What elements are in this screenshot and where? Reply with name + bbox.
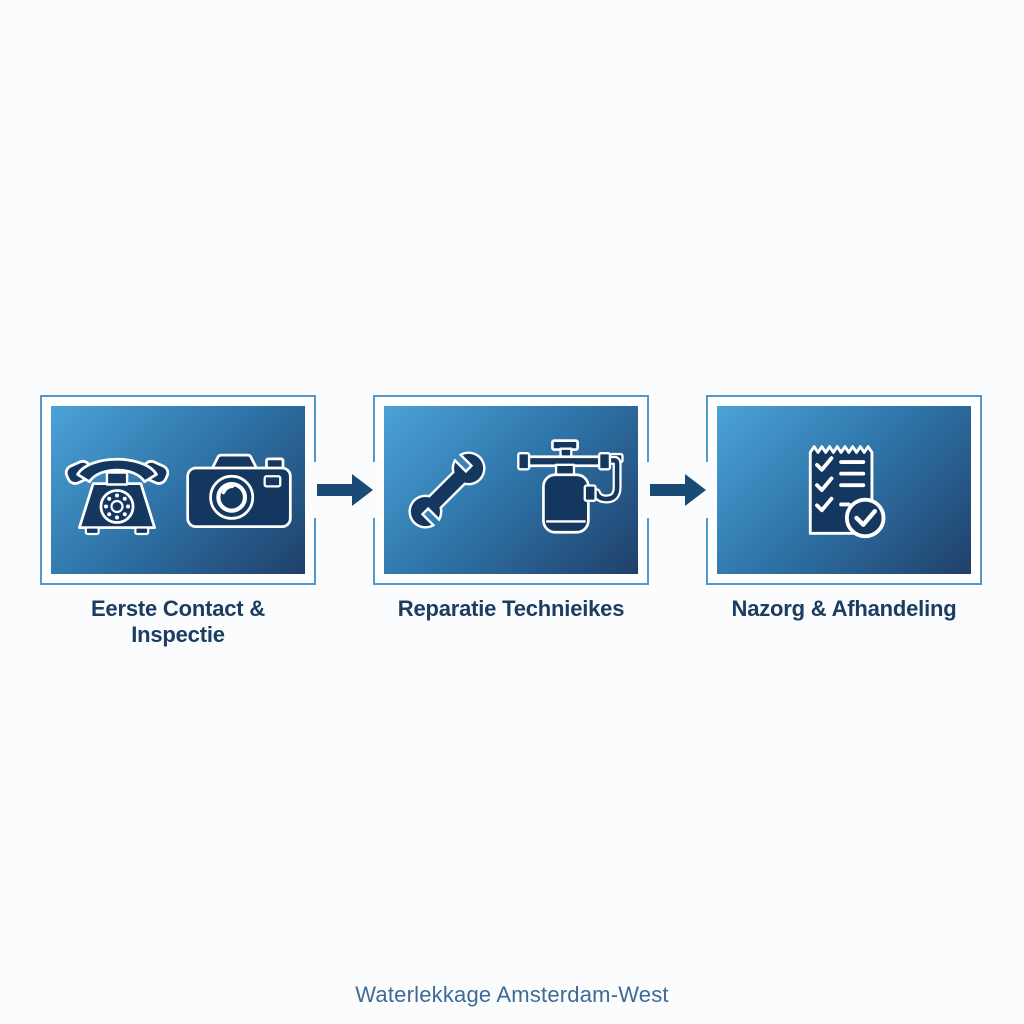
- wrench-icon: [394, 438, 499, 542]
- diagram-caption: Waterlekkage Amsterdam-West: [355, 982, 669, 1007]
- step-1-label: Eerste Contact & Inspectie: [90, 596, 266, 647]
- step-3-panel: [706, 395, 982, 585]
- step-2-label: Reparatie Technieikes: [397, 596, 625, 621]
- step-2-panel: [373, 395, 649, 585]
- step-1-icon-area: [51, 406, 305, 574]
- step-1-panel: [40, 395, 316, 585]
- step-3-label: Nazorg & Afhandeling: [731, 596, 957, 621]
- process-flow-diagram: Eerste Contact & Inspectie: [40, 395, 982, 647]
- flow-arrow-1: [306, 395, 383, 585]
- step-2-icon-area: [384, 406, 638, 574]
- right-arrow-icon: [316, 474, 373, 506]
- step-nazorg: Nazorg & Afhandeling: [706, 395, 982, 622]
- rotary-phone-icon: [64, 458, 170, 536]
- pressure-sprayer-icon: [516, 439, 624, 534]
- checklist-icon: [808, 445, 886, 539]
- right-arrow-icon: [649, 474, 706, 506]
- step-reparatie: Reparatie Technieikes: [373, 395, 649, 622]
- step-eerste-contact: Eerste Contact & Inspectie: [40, 395, 316, 647]
- flow-arrow-2: [639, 395, 716, 585]
- camera-icon: [186, 453, 292, 529]
- step-3-icon-area: [717, 406, 971, 574]
